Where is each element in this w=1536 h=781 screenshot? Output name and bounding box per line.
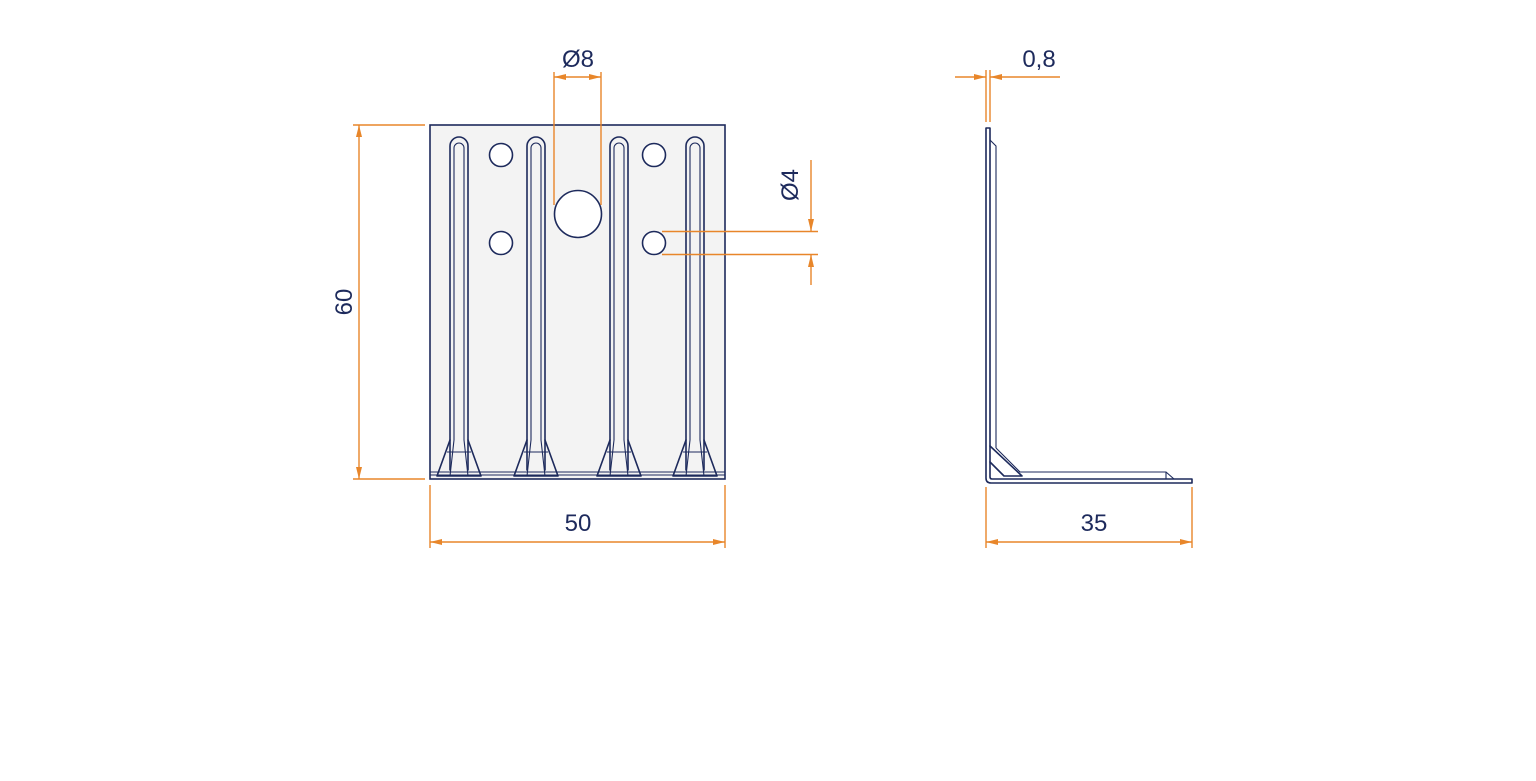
side-rib-top [989, 139, 997, 448]
rib-2 [513, 136, 559, 477]
hole-small-top-right [641, 142, 667, 168]
side-gusset [989, 445, 1023, 477]
front-plate [429, 124, 726, 480]
hole-small-mid-right [641, 230, 667, 256]
dimension-leg-length: 35 [985, 487, 1193, 548]
dimension-thickness: 0,8 [955, 46, 1060, 122]
dim-label-width: 50 [565, 510, 592, 537]
dim-label-leg-length: 35 [1081, 510, 1108, 537]
side-profile-outer [985, 127, 1193, 484]
rib-3 [596, 136, 642, 477]
hole-small-top-left [488, 142, 514, 168]
side-view [985, 127, 1193, 484]
front-view [429, 124, 726, 480]
side-gusset-inner [995, 447, 1167, 479]
dimension-hole-small: Ø4 [662, 160, 818, 285]
side-tip [1165, 471, 1175, 480]
dim-label-height: 60 [331, 289, 358, 316]
hole-large-center [553, 189, 603, 239]
rib-4 [672, 136, 718, 477]
dimension-hole-large: Ø8 [553, 46, 602, 205]
dim-label-hole-large: Ø8 [562, 46, 594, 73]
dim-label-hole-small: Ø4 [777, 169, 804, 201]
hole-small-mid-left [488, 230, 514, 256]
dim-label-thickness: 0,8 [1022, 46, 1055, 73]
rib-1 [436, 136, 482, 477]
dimension-width: 50 [429, 485, 726, 548]
dimension-height: 60 [331, 124, 425, 480]
